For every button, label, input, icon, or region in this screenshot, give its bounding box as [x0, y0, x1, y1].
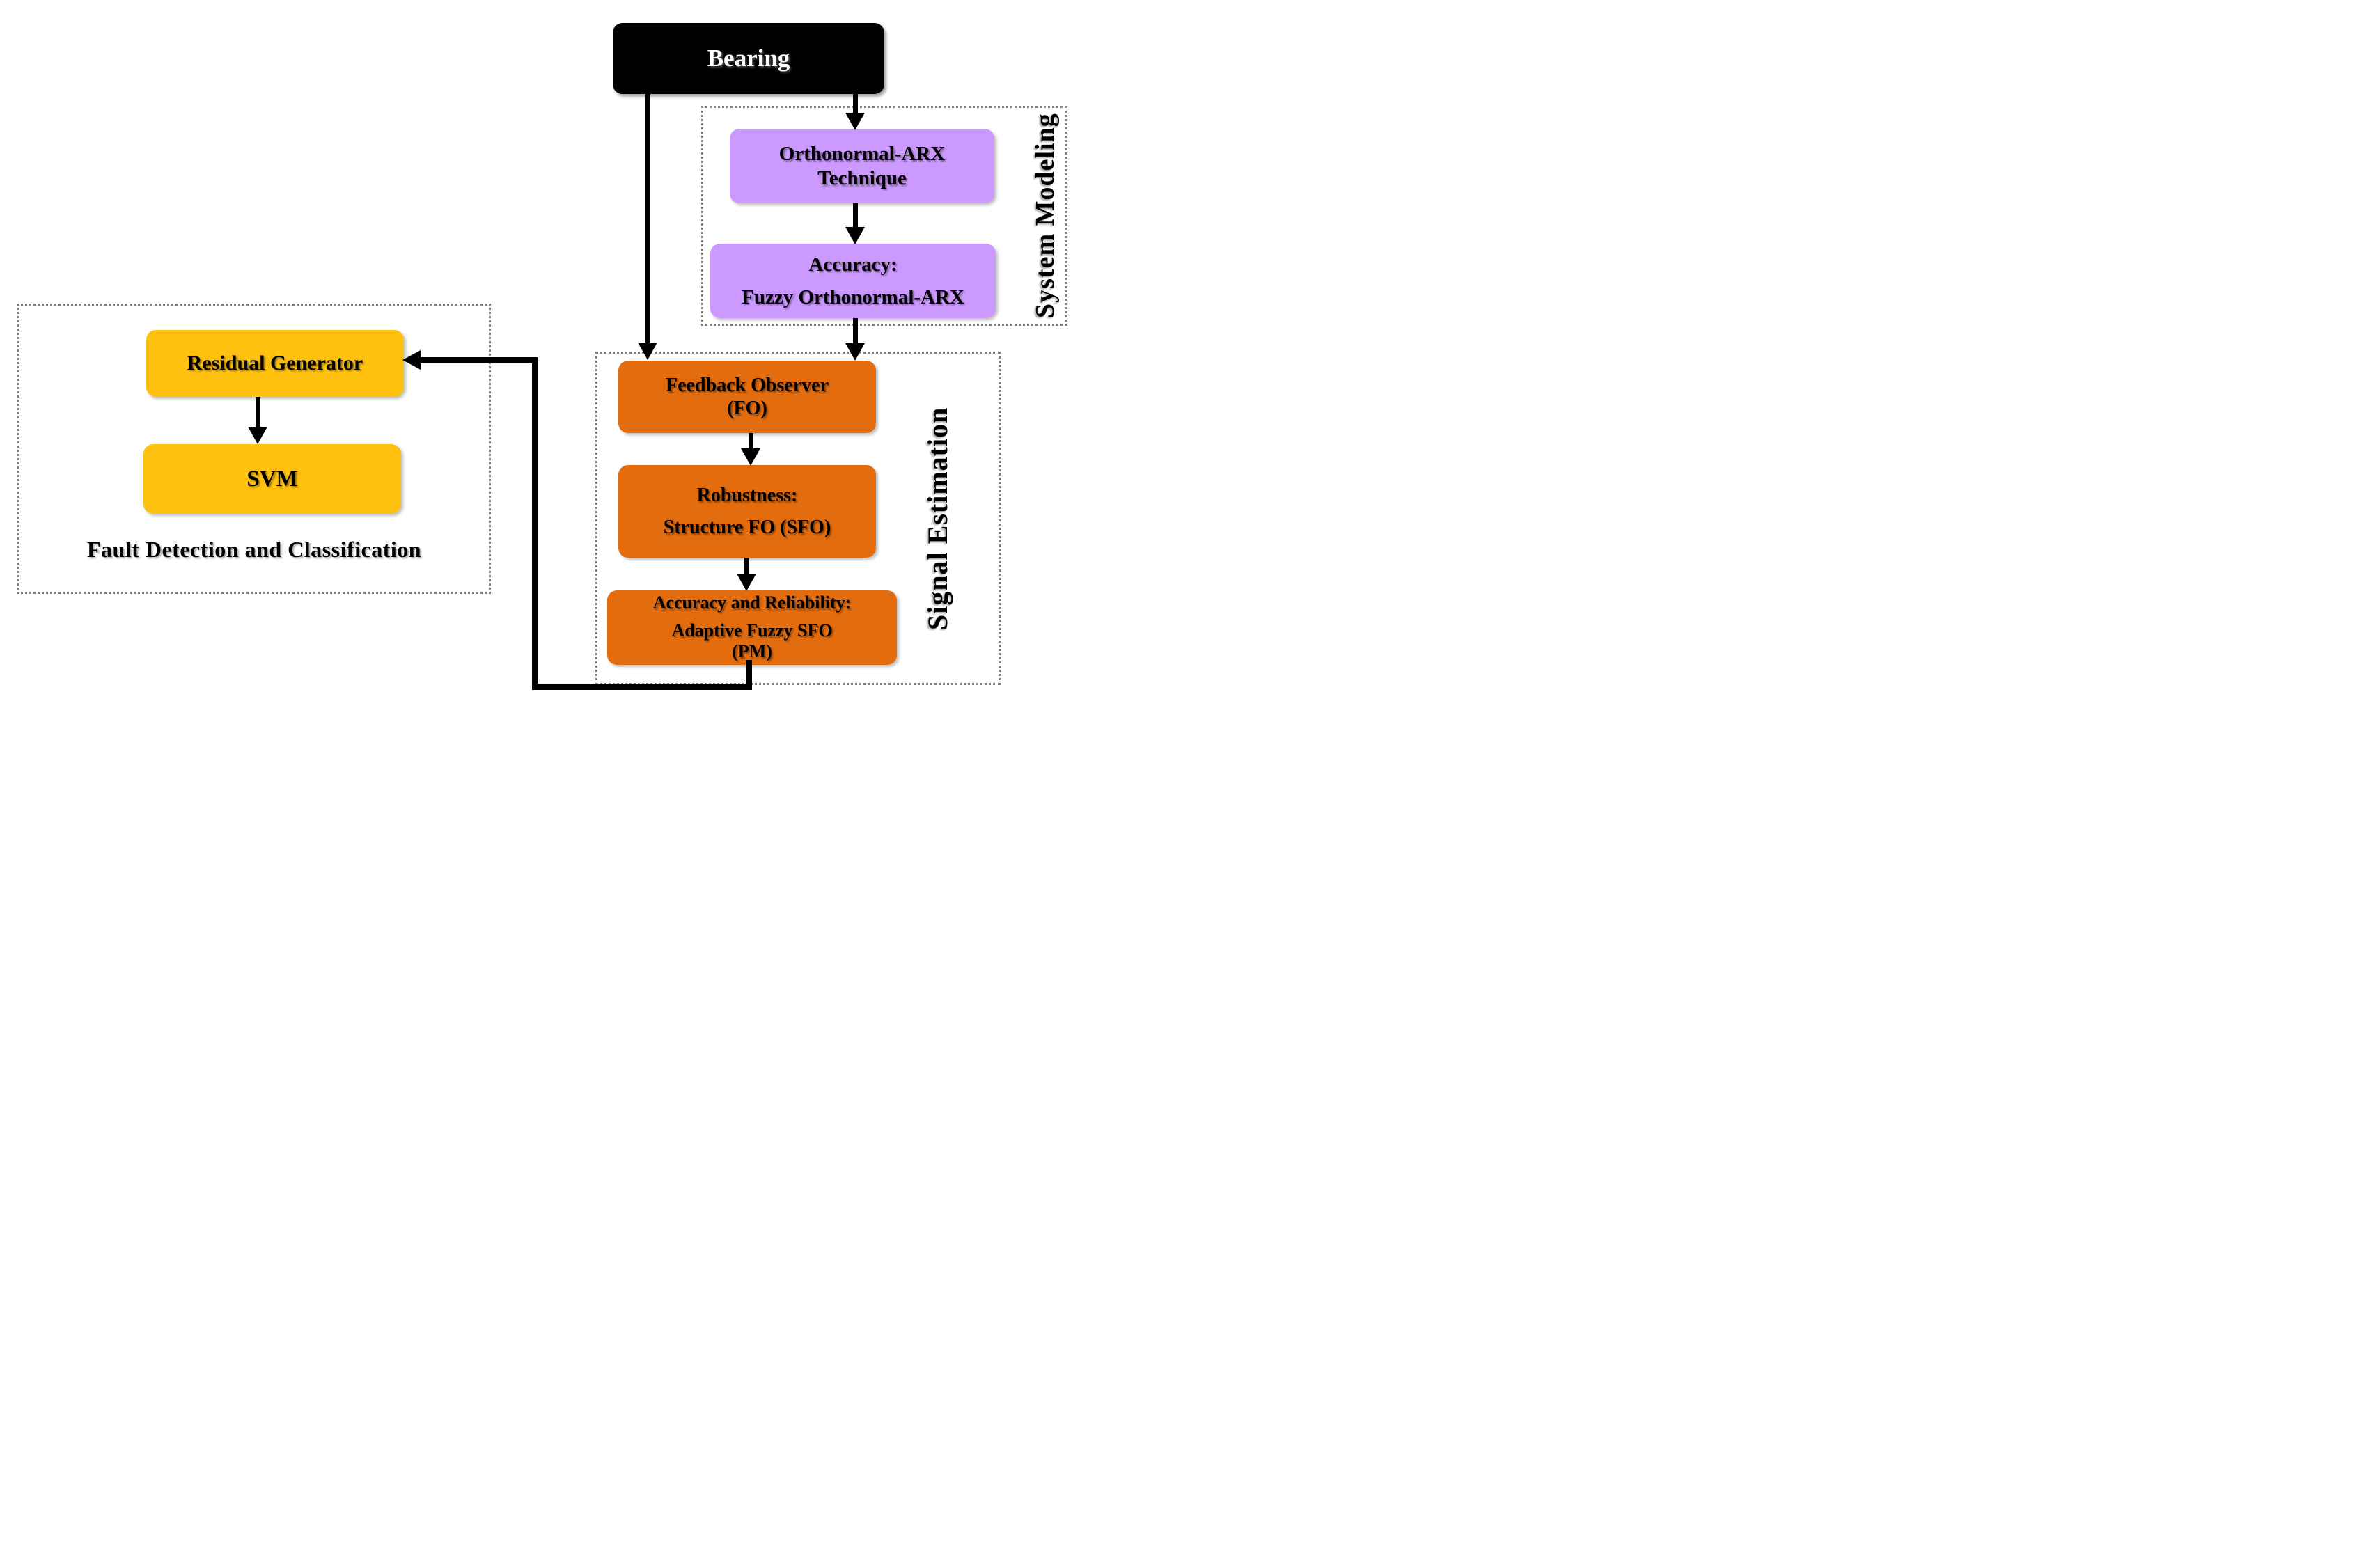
- system-modeling-group-frame: System Modeling: [701, 106, 1067, 326]
- arrow-fuzzy-arx-to-fo-line: [853, 318, 858, 345]
- feedback-path-segment-up: [532, 359, 538, 690]
- adaptive-fuzzy-sfo-line3: (PM): [732, 641, 772, 662]
- orthonormal-arx-line1: Orthonormal-ARX: [778, 143, 946, 166]
- fuzzy-orthonormal-arx-node: Accuracy: Fuzzy Orthonormal-ARX: [710, 244, 996, 318]
- fuzzy-arx-line1: Accuracy:: [808, 253, 898, 276]
- arrow-orthonormal-to-fuzzy-arx-line: [853, 203, 858, 228]
- arrow-bearing-to-fo-line: [645, 94, 650, 343]
- arrow-orthonormal-to-fuzzy-arx-head: [845, 227, 865, 244]
- feedback-observer-line1: Feedback Observer: [665, 374, 829, 396]
- arrow-fo-to-sfo-head: [741, 448, 760, 466]
- residual-generator-label: Residual Generator: [187, 352, 363, 375]
- signal-estimation-label: Signal Estimation: [922, 407, 953, 630]
- feedback-observer-node: Feedback Observer (FO): [618, 361, 876, 433]
- fuzzy-arx-line2: Fuzzy Orthonormal-ARX: [742, 286, 964, 308]
- bearing-node: Bearing: [613, 23, 884, 94]
- system-modeling-label: System Modeling: [1031, 113, 1060, 319]
- arrow-residual-to-svm-line: [256, 397, 260, 428]
- fault-detection-group-frame: Fault Detection and Classification: [17, 304, 491, 594]
- svm-node: SVM: [143, 444, 401, 514]
- orthonormal-arx-node: Orthonormal-ARX Technique: [730, 129, 994, 203]
- structure-fo-line2: Structure FO (SFO): [663, 517, 831, 538]
- structure-fo-node: Robustness: Structure FO (SFO): [618, 465, 876, 558]
- arrow-bearing-to-orthonormal-arx-line: [853, 94, 858, 115]
- arrow-bearing-to-orthonormal-arx-head: [845, 113, 865, 130]
- arrow-bearing-to-fo-head: [638, 343, 657, 360]
- orthonormal-arx-line2: Technique: [817, 166, 907, 189]
- flowchart-canvas: System Modeling Signal Estimation Fault …: [0, 0, 1076, 703]
- feedback-path-segment-bottom: [532, 684, 752, 690]
- feedback-path-arrowhead: [402, 350, 421, 370]
- bearing-node-label: Bearing: [707, 45, 790, 72]
- signal-estimation-group-frame: Signal Estimation: [595, 352, 1001, 685]
- arrow-sfo-to-pm-head: [737, 574, 756, 591]
- arrow-residual-to-svm-head: [248, 427, 267, 444]
- adaptive-fuzzy-sfo-node: Accuracy and Reliability: Adaptive Fuzzy…: [607, 590, 897, 665]
- feedback-observer-line2: (FO): [727, 398, 767, 419]
- svm-label: SVM: [246, 466, 298, 492]
- adaptive-fuzzy-sfo-line2: Adaptive Fuzzy SFO: [671, 620, 833, 641]
- adaptive-fuzzy-sfo-line1: Accuracy and Reliability:: [652, 592, 852, 613]
- fault-detection-label: Fault Detection and Classification: [86, 537, 422, 562]
- residual-generator-node: Residual Generator: [146, 330, 404, 397]
- arrow-fo-to-sfo-line: [749, 433, 753, 450]
- feedback-path-segment-down: [746, 660, 752, 690]
- arrow-sfo-to-pm-line: [744, 558, 749, 574]
- structure-fo-line1: Robustness:: [696, 484, 798, 506]
- arrow-fuzzy-arx-to-fo-head: [845, 343, 865, 361]
- feedback-path-segment-top: [418, 357, 538, 363]
